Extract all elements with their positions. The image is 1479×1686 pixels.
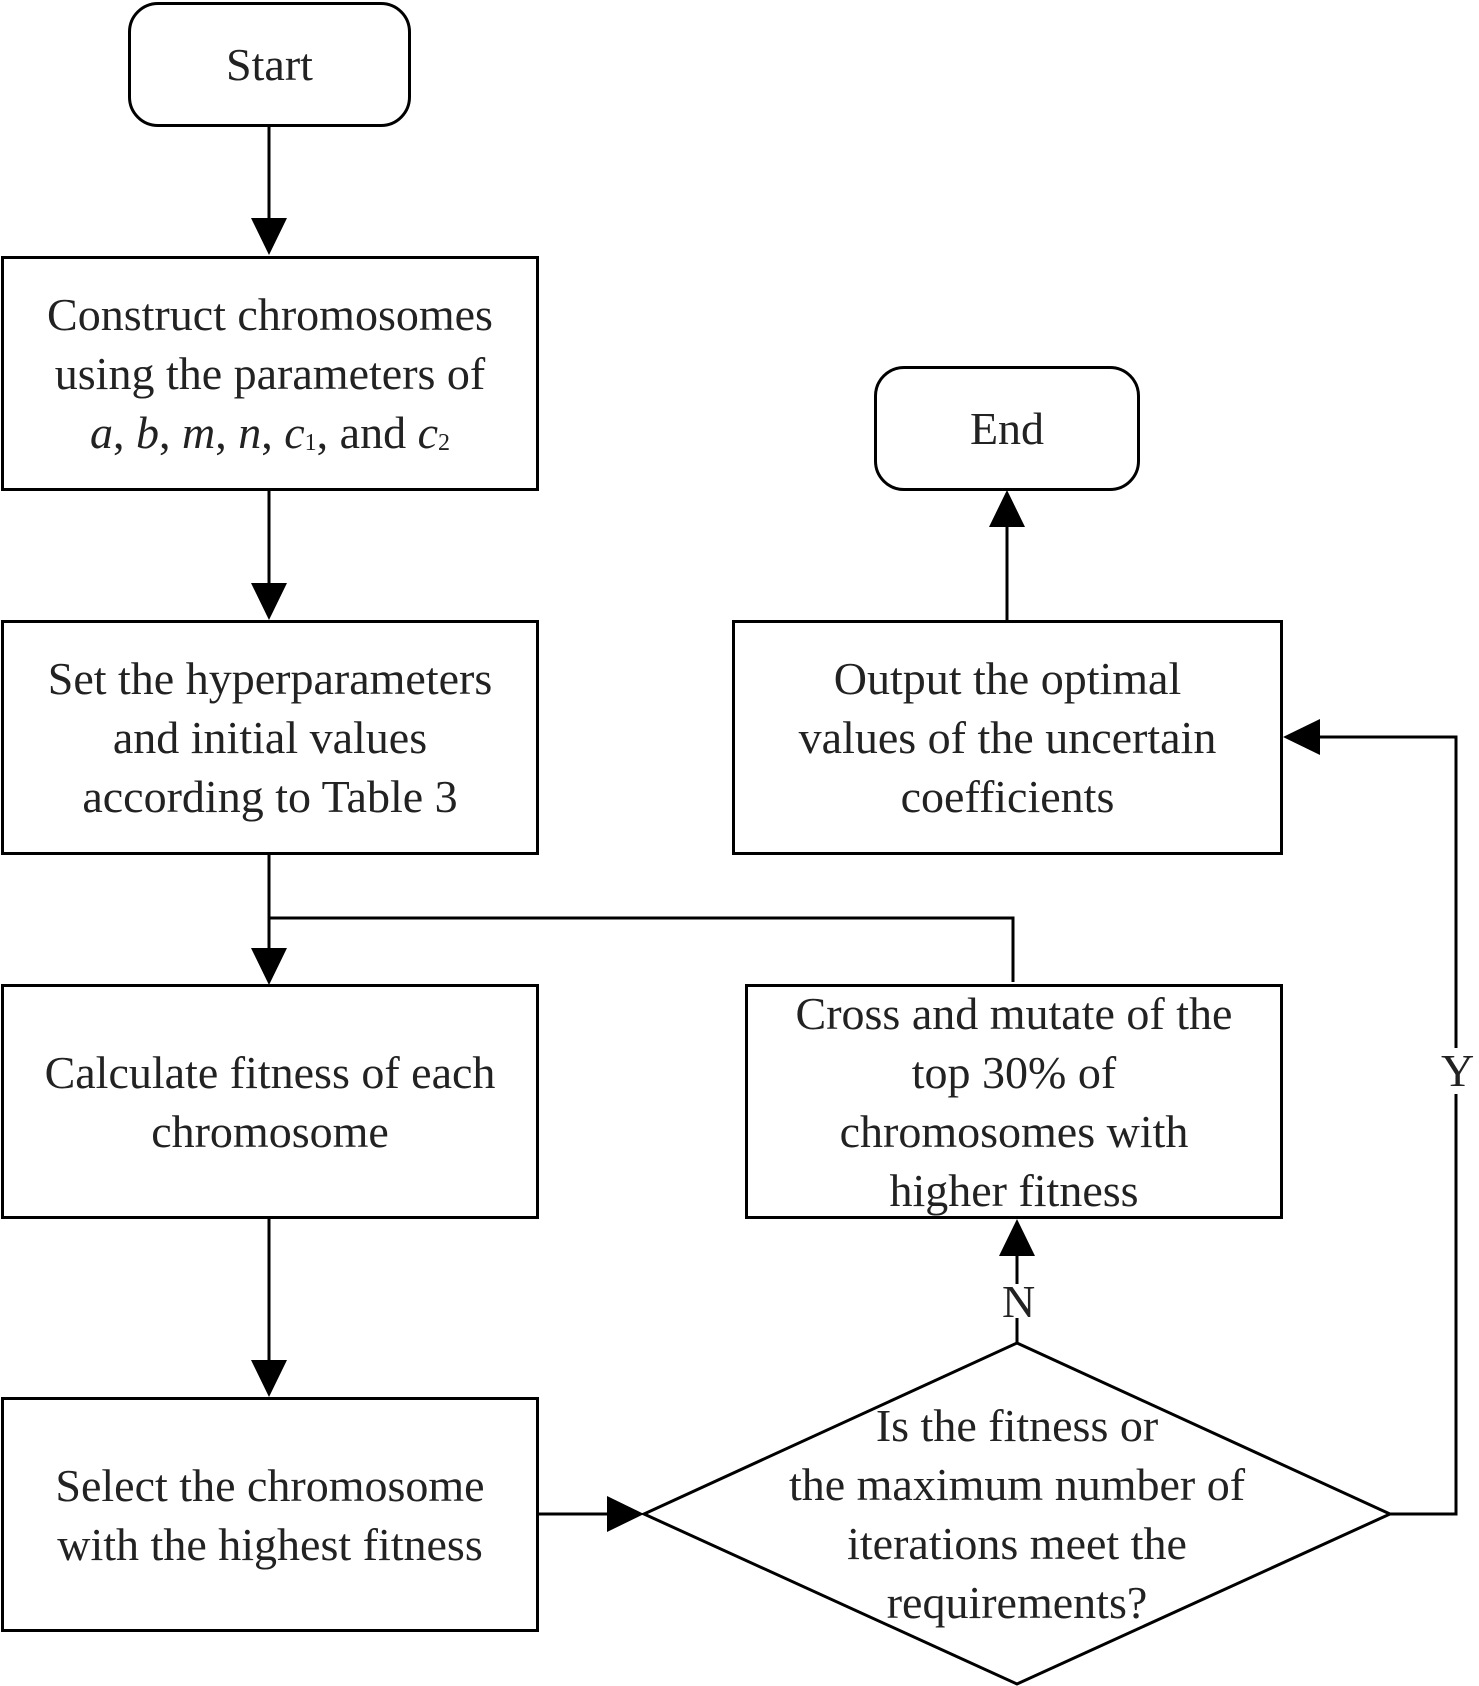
select-line-2: with the highest fitness — [57, 1518, 483, 1570]
arrowhead-construct — [251, 218, 287, 255]
set-hyper-line-1: Set the hyperparameters — [47, 653, 493, 704]
decision-diamond — [640, 1341, 1394, 1686]
set-hyper-line-2: and initial values — [112, 712, 428, 763]
arrowhead-set — [251, 583, 287, 620]
end-node: End — [874, 366, 1140, 491]
construct-params-line: a, b, m, n, c1, and c2 — [90, 407, 450, 458]
edge-decision-yes — [1318, 735, 1458, 1516]
output-optimal-box: Output the optimal values of the uncerta… — [732, 620, 1283, 855]
calculate-line-2: chromosome — [151, 1105, 389, 1157]
param-c2-subscript: 2 — [438, 430, 450, 456]
yes-branch-label: Y — [1441, 1045, 1475, 1096]
construct-chromosomes-box: Construct chromosomes using the paramete… — [1, 256, 539, 491]
cross-line-2: top 30% of — [911, 1046, 1117, 1098]
calculate-line-1: Calculate fitness of each — [44, 1046, 496, 1098]
set-hyper-line-3: according to Table 3 — [82, 771, 458, 822]
arrowhead-end — [989, 490, 1025, 527]
no-branch-label: N — [1002, 1276, 1036, 1327]
param-a: a — [90, 407, 113, 458]
arrowhead-calculate — [251, 948, 287, 985]
decision-text: Is the fitness or the maximum number of … — [717, 1396, 1317, 1632]
select-line-1: Select the chromosome — [55, 1459, 485, 1511]
calculate-fitness-box: Calculate fitness of each chromosome — [1, 984, 539, 1219]
arrowhead-cross — [999, 1219, 1035, 1256]
param-and: and — [339, 407, 407, 458]
arrowhead-select — [251, 1360, 287, 1397]
decision-line-1: Is the fitness or — [875, 1400, 1159, 1451]
cross-line-3: chromosomes with — [839, 1105, 1189, 1157]
construct-line-1: Construct chromosomes — [47, 289, 493, 340]
start-node: Start — [128, 2, 411, 127]
param-c1: c — [284, 407, 305, 458]
start-label: Start — [226, 39, 313, 90]
param-m: m — [182, 407, 216, 458]
select-chromosome-box: Select the chromosome with the highest f… — [1, 1397, 539, 1632]
decision-line-3: iterations meet the — [847, 1518, 1187, 1569]
end-label: End — [969, 403, 1045, 454]
param-b: b — [136, 407, 159, 458]
param-n: n — [238, 407, 262, 458]
cross-line-4: higher fitness — [889, 1164, 1139, 1216]
edge-cross-loop-back — [269, 916, 1015, 982]
output-line-3: coefficients — [900, 771, 1115, 822]
decision-line-2: the maximum number of — [788, 1459, 1246, 1510]
cross-line-1: Cross and mutate of the — [795, 987, 1233, 1039]
arrowhead-decision — [607, 1496, 644, 1532]
construct-line-2: using the parameters of — [54, 348, 486, 399]
param-c1-subscript: 1 — [304, 430, 317, 456]
output-line-1: Output the optimal — [833, 653, 1182, 704]
decision-line-4: requirements? — [886, 1577, 1148, 1628]
cross-mutate-box: Cross and mutate of the top 30% of chrom… — [745, 984, 1283, 1219]
output-line-2: values of the uncertain — [798, 712, 1217, 763]
param-c2: c — [417, 407, 438, 458]
arrowhead-output — [1283, 719, 1320, 755]
set-hyperparameters-box: Set the hyperparameters and initial valu… — [1, 620, 539, 855]
